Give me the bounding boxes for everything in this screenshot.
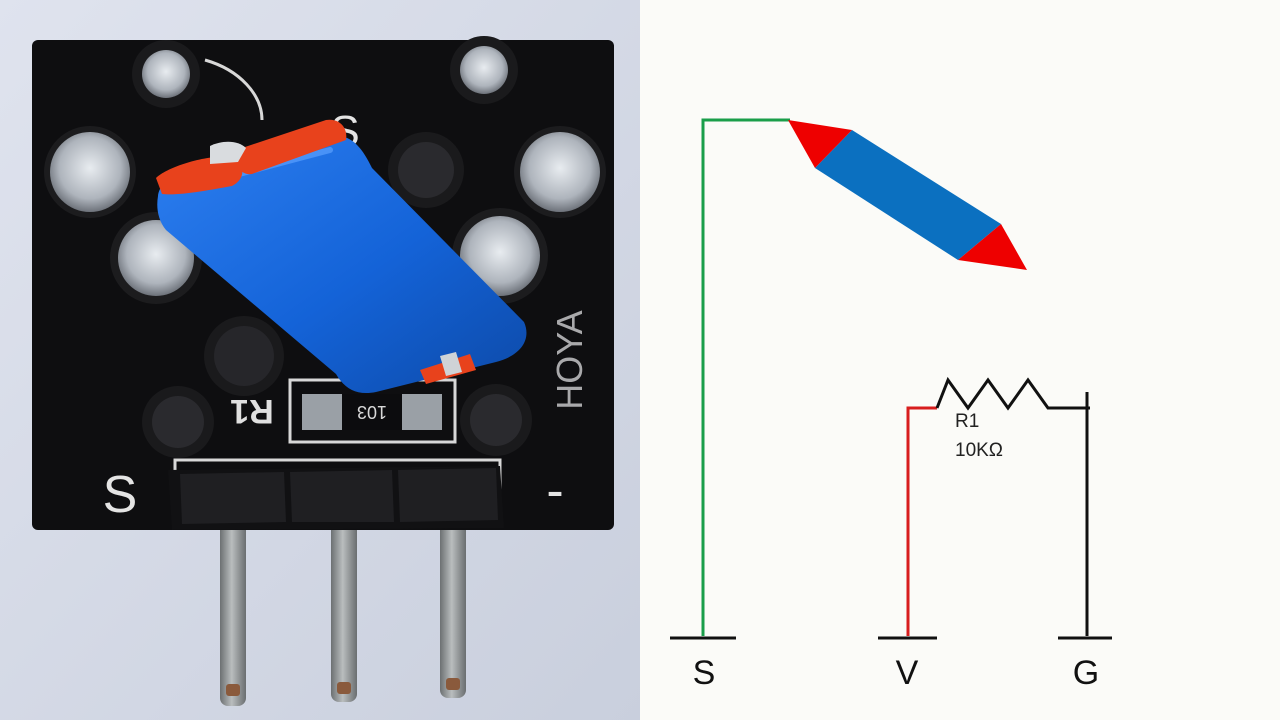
- schematic-diagram: R1 10KΩ S V G: [670, 118, 1112, 692]
- tilt-switch-body: [815, 130, 1001, 260]
- module-photo: 103 R1 S - S HOYA: [0, 0, 640, 720]
- resistor-r1-symbol: [935, 376, 1090, 411]
- pin-label-s: S: [693, 654, 716, 692]
- smd-resistor: [302, 394, 442, 430]
- module-photo-illustration: 103 R1 S - S HOYA: [0, 0, 640, 720]
- pin-s-silkscreen: S: [103, 466, 138, 524]
- resistor-value: 10KΩ: [955, 440, 1003, 461]
- resistor-label-silkscreen: R1: [230, 392, 273, 430]
- tilt-switch-tip-right: [958, 224, 1027, 270]
- schematic-panel: R1 10KΩ S V G: [640, 0, 1280, 720]
- tilt-switch-tip-left: [788, 120, 852, 168]
- resistor-code-silkscreen: 103: [357, 402, 387, 422]
- signal-wire: [701, 118, 790, 636]
- brand-silkscreen: HOYA: [549, 310, 590, 409]
- vcc-wire: [906, 406, 937, 636]
- header-pins: [220, 486, 466, 706]
- tilt-switch-symbol: [788, 120, 1027, 270]
- resistor-designator: R1: [955, 411, 979, 432]
- pin-label-v: V: [896, 654, 919, 692]
- pin-minus-silkscreen: -: [546, 462, 563, 520]
- pin-label-g: G: [1073, 654, 1099, 692]
- tilt-switch-component: [156, 119, 527, 394]
- pin-header: [168, 466, 504, 530]
